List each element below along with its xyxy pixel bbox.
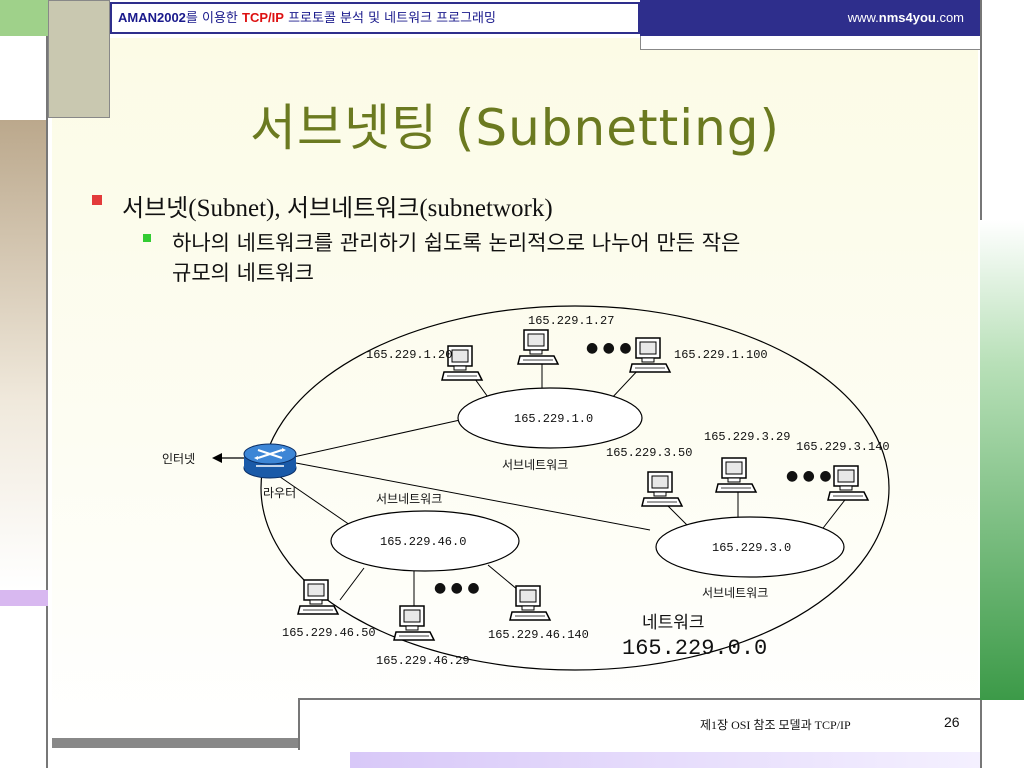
network-label: 네트워크	[642, 613, 705, 633]
bullet-marker-square	[143, 234, 151, 242]
computer-icon	[629, 337, 671, 373]
header-text-before: 를 이용한	[185, 11, 243, 26]
page-number: 26	[944, 714, 960, 730]
link	[665, 503, 691, 529]
subnet-ellipse-46	[330, 510, 520, 572]
subnet-network-address: 165.229.46.0	[380, 535, 467, 549]
frame-block	[350, 752, 980, 768]
frame-block	[980, 700, 1024, 768]
frame-block	[0, 36, 48, 120]
frame-block	[52, 738, 298, 748]
host-address: 165.229.1.27	[528, 314, 615, 328]
subnet-ellipse-1	[457, 387, 643, 449]
frame-block	[0, 120, 48, 590]
host-address: 165.229.46.50	[282, 626, 376, 640]
ellipsis-dots: ● ● ●	[586, 340, 632, 356]
header-bar	[110, 2, 640, 34]
router-label: 라우터	[263, 486, 297, 500]
ellipsis-dots: ● ● ●	[434, 580, 480, 596]
slide-background	[52, 38, 978, 738]
frame-block	[980, 0, 1024, 220]
computer-icon	[393, 605, 435, 641]
host-address: 165.229.46.140	[488, 628, 589, 642]
host-address: 165.229.46.29	[376, 654, 470, 668]
host-address: 165.229.3.50	[606, 446, 693, 460]
computer-icon	[509, 585, 551, 621]
subnet-network-address: 165.229.1.0	[514, 412, 594, 426]
subnet-network-address: 165.229.3.0	[712, 541, 792, 555]
slide-title: 서브넷팅 (Subnetting)	[249, 99, 781, 157]
footer-chapter: 제1장 OSI 참조 모델과 TCP/IP	[700, 718, 851, 732]
network-boundary	[260, 305, 890, 671]
host-address: 165.229.3.29	[704, 430, 791, 444]
site-url: www.nms4you.com	[847, 10, 964, 25]
frame-block	[298, 698, 980, 750]
header-protocol: TCP/IP	[242, 10, 284, 25]
frame-block	[0, 0, 48, 36]
frame-block	[640, 36, 980, 50]
computer-icon	[641, 471, 683, 507]
computer-icon	[715, 457, 757, 493]
subnet-caption: 서브네트워크	[702, 586, 769, 600]
header-text-after: 프로토콜 분석 및 네트워크 프로그래밍	[283, 11, 496, 26]
frame-block	[640, 0, 980, 36]
frame-block	[0, 590, 48, 606]
link	[339, 567, 365, 601]
frame-block	[980, 220, 1024, 700]
computer-icon	[517, 329, 559, 365]
ellipsis-dots: ● ● ●	[786, 468, 832, 484]
subnet-caption: 서브네트워크	[502, 458, 569, 472]
link	[279, 459, 651, 531]
link	[487, 564, 519, 591]
subnet-caption: 서브네트워크	[376, 492, 443, 506]
router-icon	[243, 443, 297, 479]
host-address: 165.229.1.100	[674, 348, 768, 362]
link	[609, 367, 641, 401]
link	[279, 419, 461, 461]
link	[819, 495, 849, 533]
network-address: 165.229.0.0	[622, 636, 768, 661]
header-title: AMAN2002를 이용한 TCP/IP 프로토콜 분석 및 네트워크 프로그래…	[118, 6, 496, 30]
link	[269, 469, 351, 526]
computer-icon	[827, 465, 869, 501]
computer-icon	[297, 579, 339, 615]
frame-block	[0, 606, 48, 768]
header-brand: AMAN2002	[118, 10, 186, 25]
frame-block	[48, 0, 110, 118]
subnet-ellipse-3	[655, 516, 845, 578]
bullet-marker-square	[92, 195, 102, 205]
internet-label: 인터넷	[162, 452, 196, 466]
arrow-head-icon	[212, 453, 222, 463]
bullet-level1: 서브넷(Subnet), 서브네트워크(subnetwork)	[122, 194, 553, 222]
bullet-level2: 하나의 네트워크를 관리하기 쉽도록 논리적으로 나누어 만든 작은 규모의 네…	[172, 231, 741, 285]
host-address: 165.229.1.20	[366, 348, 453, 362]
host-address: 165.229.3.140	[796, 440, 890, 454]
